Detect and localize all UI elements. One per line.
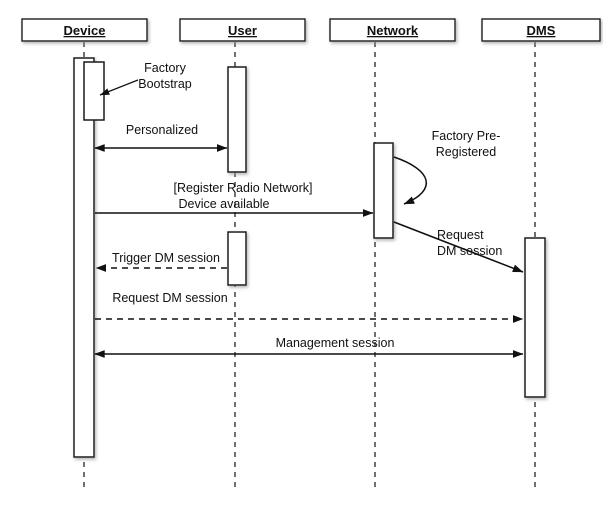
participant-device-label: Device (64, 23, 106, 38)
participant-headers: Device User Network DMS (21, 18, 601, 42)
factory-pre-registered-label-line2: Registered (436, 145, 496, 159)
participant-dms-label: DMS (527, 23, 556, 38)
activation-bars (73, 57, 546, 458)
participant-network-label: Network (367, 23, 419, 38)
message-request-dm-session-device[interactable]: Request DM session (95, 291, 524, 323)
participant-user-label: User (228, 23, 257, 38)
activation-user-first (227, 66, 247, 173)
request-dm-session-network-arrow (393, 221, 524, 273)
message-register-radio-network[interactable]: [Register Radio Network] Device availabl… (95, 181, 374, 217)
message-trigger-dm-session[interactable]: Trigger DM session (95, 251, 227, 272)
register-radio-network-label-line1: [Register Radio Network] (174, 181, 313, 195)
participant-device-box[interactable] (21, 18, 148, 42)
message-request-dm-session-network[interactable]: Request DM session (393, 221, 524, 273)
trigger-dm-session-label: Trigger DM session (112, 251, 220, 265)
activation-device-outer (73, 57, 95, 458)
factory-bootstrap-pointer (99, 79, 139, 96)
factory-bootstrap-label-line2: Bootstrap (138, 77, 192, 91)
message-factory-bootstrap[interactable]: Factory Bootstrap (99, 61, 192, 96)
request-dm-session-network-label-line1: Request (437, 228, 484, 242)
request-dm-session-device-label: Request DM session (112, 291, 227, 305)
request-dm-session-network-label-line2: DM session (437, 244, 502, 258)
management-session-label: Management session (276, 336, 395, 350)
factory-pre-registered-label-line1: Factory Pre- (432, 129, 501, 143)
participant-dms-box[interactable] (481, 18, 601, 42)
activation-network-main (373, 142, 394, 239)
message-management-session[interactable]: Management session (94, 336, 524, 358)
lifelines-group (83, 42, 536, 492)
factory-pre-registered-self-arrow (393, 156, 427, 205)
factory-bootstrap-label-line1: Factory (144, 61, 186, 75)
message-personalized[interactable]: Personalized (94, 123, 228, 152)
activation-dms-main (524, 237, 546, 398)
personalized-label: Personalized (126, 123, 198, 137)
participant-user-box[interactable] (179, 18, 306, 42)
participant-user[interactable]: User (179, 18, 306, 42)
participant-dms[interactable]: DMS (481, 18, 601, 42)
participant-network-box[interactable] (329, 18, 456, 42)
participant-device[interactable]: Device (21, 18, 148, 42)
activation-user-second (227, 231, 247, 286)
register-radio-network-label-line2: Device available (178, 197, 269, 211)
participant-network[interactable]: Network (329, 18, 456, 42)
activation-device-nested (83, 61, 105, 121)
message-factory-pre-registered[interactable]: Factory Pre- Registered (393, 129, 501, 205)
